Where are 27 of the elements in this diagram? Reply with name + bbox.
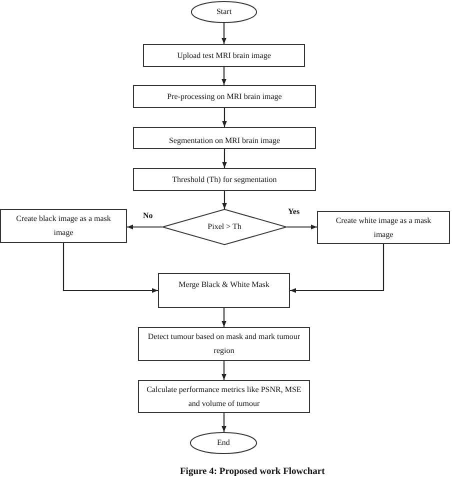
process-box: Merge Black & White Mask — [158, 273, 290, 308]
arrow — [222, 23, 226, 44]
process-box: Pre-processing on MRI brain image — [133, 85, 316, 108]
process-box: Upload test MRI brain image — [143, 44, 305, 67]
arrow — [222, 361, 226, 380]
arrow — [222, 191, 227, 209]
arrow — [287, 224, 317, 230]
figure-caption: Figure 4: Proposed work Flowchart — [180, 466, 325, 478]
arrow — [222, 149, 227, 168]
process-box: Threshold (Th) for segmentation — [133, 168, 316, 191]
arrow — [62, 243, 158, 293]
arrow — [222, 308, 226, 327]
process-box: Segmentation on MRI brain image — [133, 127, 316, 149]
terminal-ellipse: Start — [191, 1, 257, 23]
arrow — [290, 244, 384, 293]
arrow — [127, 224, 162, 230]
edge-label: No — [143, 211, 153, 221]
arrow — [222, 67, 226, 85]
arrow — [222, 108, 227, 127]
edge-label: Yes — [288, 207, 300, 217]
process-box: Create black image as a mask image — [0, 209, 127, 243]
process-box: Create white image as a mask image — [317, 211, 450, 244]
decision-diamond: Pixel > Th — [162, 209, 287, 245]
process-box: Calculate performance metrics like PSNR, MSE and volume of tumour — [138, 380, 310, 413]
process-box: Detect tumour based on mask and mark tumour region — [138, 327, 310, 361]
arrow — [222, 413, 226, 432]
terminal-ellipse: End — [190, 432, 257, 454]
